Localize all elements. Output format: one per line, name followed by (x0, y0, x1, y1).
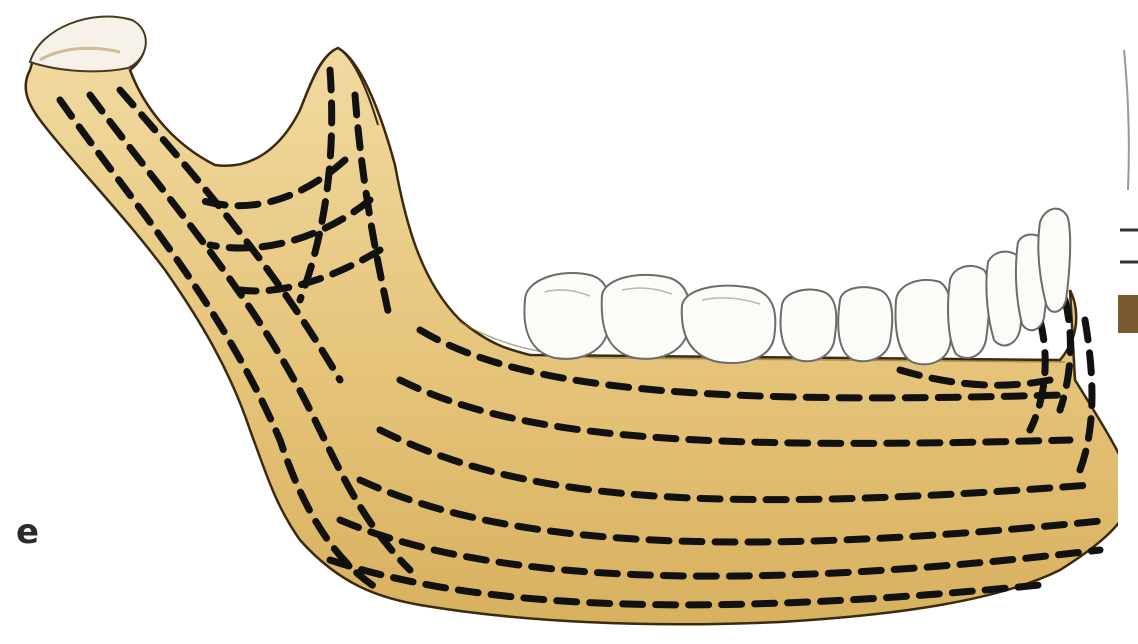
condyle-head (30, 16, 146, 71)
incisor-tooth (948, 266, 990, 358)
premolar-tooth (781, 290, 837, 362)
teeth-row (524, 209, 1070, 365)
panel-label: e (16, 515, 39, 549)
molar-tooth (524, 273, 609, 359)
adjacent-figure-fragment (1118, 0, 1138, 640)
premolar-tooth (838, 287, 892, 361)
canine-tooth (896, 280, 952, 364)
